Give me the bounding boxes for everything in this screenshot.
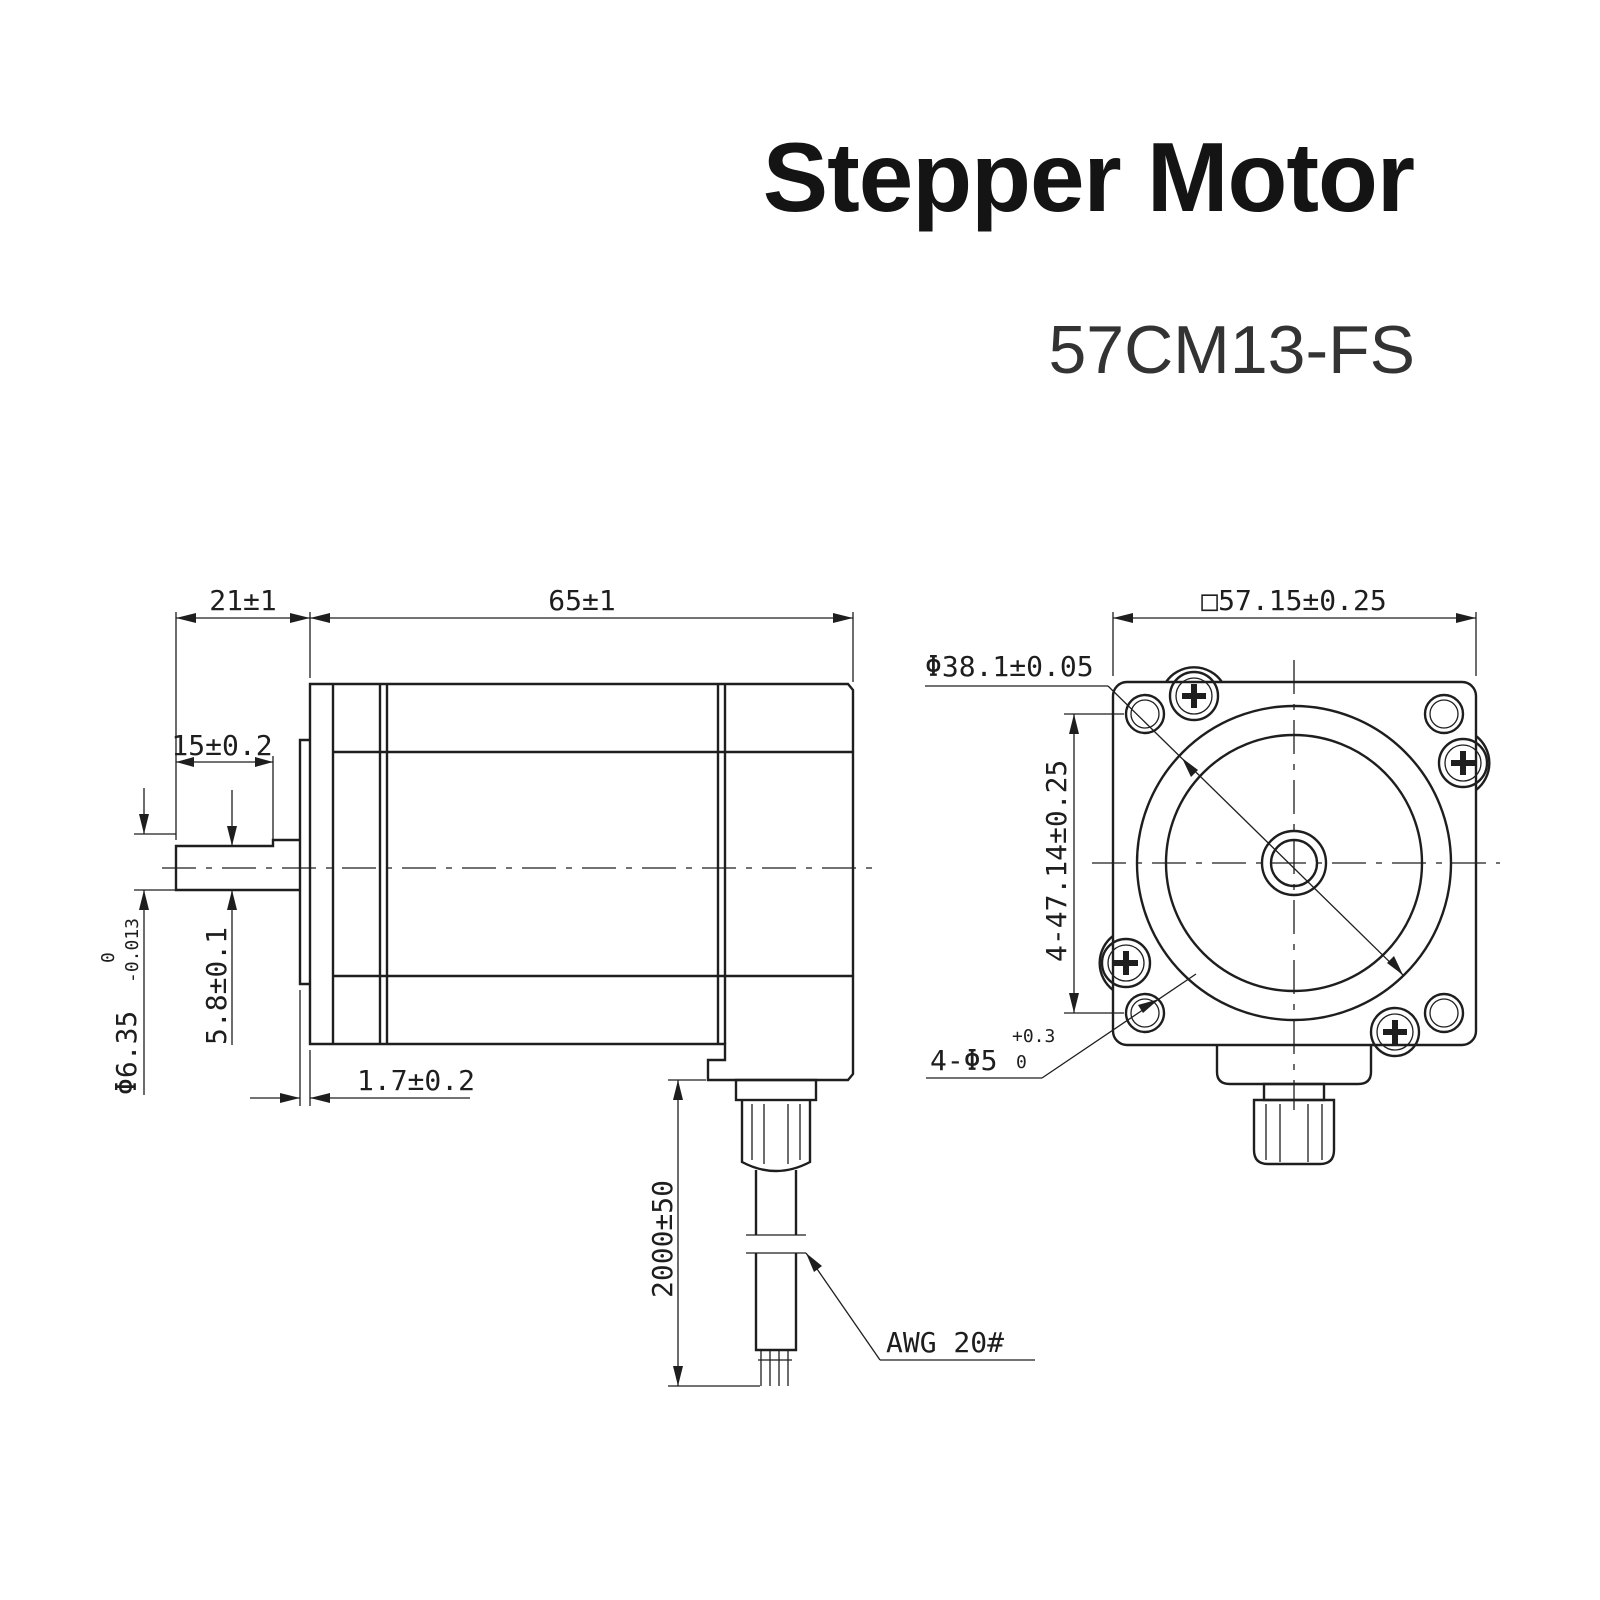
- mount-hole: [1423, 693, 1465, 735]
- mount-hole-inner: [1429, 699, 1459, 729]
- phillips-screw-icon: [1369, 1006, 1421, 1058]
- page-title: Stepper Motor: [762, 122, 1415, 232]
- dim-pilot-diameter: Φ38.1±0.05: [925, 650, 1094, 683]
- dim-boss-height: 1.7±0.2: [357, 1064, 475, 1097]
- arrowhead: [1387, 956, 1403, 975]
- arrowhead: [139, 814, 149, 834]
- phillips-screw-icon: [1168, 670, 1220, 722]
- screw-boss-top: [1165, 666, 1223, 683]
- arrowhead: [139, 890, 149, 910]
- arrowhead: [1069, 993, 1079, 1013]
- wire-ends: [758, 1350, 792, 1386]
- leader-line: [1041, 973, 1197, 1079]
- cable-gland-body: [740, 1100, 812, 1173]
- front-boss: [298, 738, 310, 986]
- arrowhead: [290, 613, 310, 623]
- arrowhead: [833, 613, 853, 623]
- dim-shaft-length: 21±1: [209, 584, 276, 617]
- motor-shaft: [174, 838, 300, 892]
- motor-body-outline: [308, 682, 855, 1082]
- arrowhead: [227, 890, 237, 910]
- dim-hole-spacing: 4-47.14±0.25: [1040, 760, 1073, 962]
- arrowhead: [806, 1253, 822, 1272]
- arrowhead: [1182, 758, 1198, 777]
- arrowhead: [1069, 714, 1079, 734]
- leader-line: [805, 1252, 881, 1361]
- side-view: 21±1 65±1 15±0.2 Φ6.35 0 -0.013 5.8±0.1: [98, 584, 1035, 1387]
- dim-shaft-diameter: Φ6.35: [110, 1011, 143, 1095]
- front-gland-body: [1252, 1098, 1336, 1166]
- dim-shaft-diameter-tol-upper: 0: [98, 952, 119, 963]
- arrowhead: [310, 1093, 330, 1103]
- cable-gland-nut: [734, 1078, 818, 1102]
- dim-flange-square: □57.15±0.25: [1201, 584, 1386, 617]
- dim-cable-length: 2000±50: [646, 1180, 679, 1298]
- arrowhead: [673, 1080, 683, 1100]
- mount-hole-inner: [1130, 699, 1160, 729]
- arrowhead: [1113, 613, 1133, 623]
- mount-hole-inner: [1130, 998, 1160, 1028]
- dim-body-length: 65±1: [548, 584, 615, 617]
- screw-boss-left: [1098, 935, 1114, 991]
- arrowhead: [1138, 999, 1159, 1013]
- arrowhead: [1456, 613, 1476, 623]
- arrowhead: [227, 826, 237, 846]
- arrowhead: [255, 757, 273, 767]
- mount-hole: [1124, 693, 1166, 735]
- cable: [754, 1170, 798, 1352]
- arrowhead: [176, 613, 196, 623]
- leader-line: [1107, 685, 1404, 976]
- dim-shaft-diameter-tol-lower: -0.013: [122, 918, 143, 983]
- mount-hole: [1124, 992, 1166, 1034]
- screw-boss-right: [1475, 735, 1491, 791]
- front-view: □57.15±0.25 Φ38.1±0.05 4-47.14±0.25 4-Φ5…: [925, 584, 1500, 1166]
- dim-flat-length: 15±0.2: [171, 729, 272, 762]
- dim-mount-holes: 4-Φ5: [930, 1044, 997, 1077]
- arrowhead: [176, 757, 194, 767]
- wire-gauge-label: AWG 20#: [886, 1326, 1004, 1359]
- arrowhead: [673, 1366, 683, 1386]
- dim-mount-holes-tol-lower: 0: [1016, 1052, 1027, 1073]
- arrowhead: [310, 613, 330, 623]
- phillips-screw-icon: [1437, 737, 1489, 789]
- mount-hole-inner: [1429, 998, 1459, 1028]
- phillips-screw-icon: [1100, 937, 1152, 989]
- dim-mount-holes-tol-upper: +0.3: [1012, 1026, 1055, 1047]
- arrowhead: [280, 1093, 300, 1103]
- mount-hole: [1423, 992, 1465, 1034]
- dim-flat-depth: 5.8±0.1: [200, 927, 233, 1045]
- model-number: 57CM13-FS: [1048, 312, 1415, 388]
